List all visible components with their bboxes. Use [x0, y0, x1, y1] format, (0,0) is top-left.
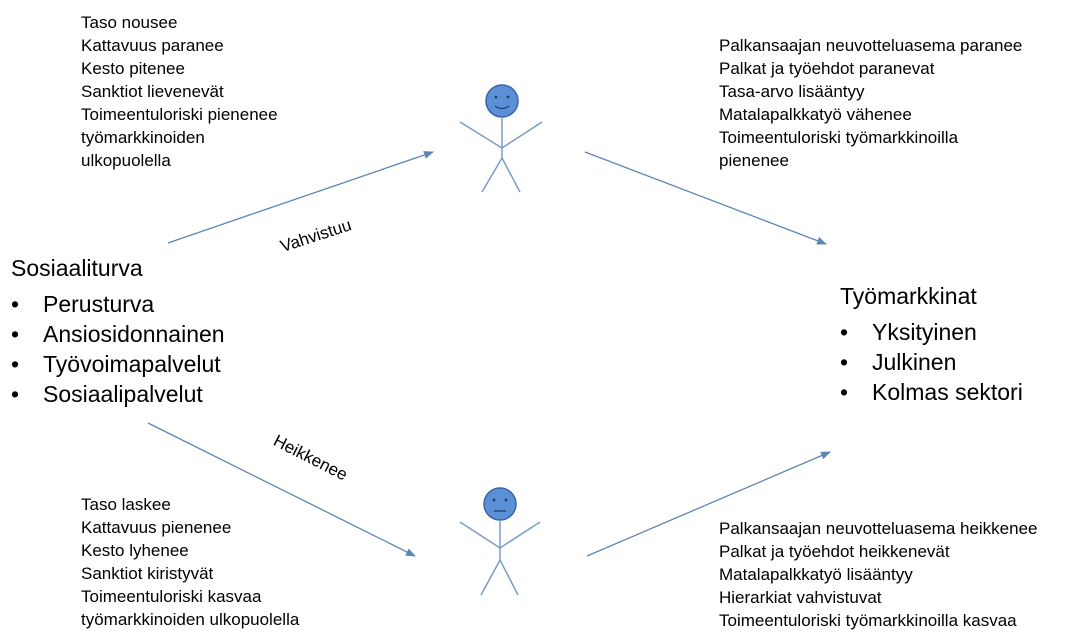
list-item: Perusturva — [11, 289, 225, 319]
effect-line: Hierarkiat vahvistuvat — [719, 588, 882, 607]
effect-line: Toimeentuloriski kasvaa — [81, 587, 262, 606]
bottom-right-effects: Palkansaajan neuvotteluasema heikkenee P… — [719, 517, 1038, 632]
effect-line: Sanktiot lievenevät — [81, 82, 224, 101]
arrow-left-to-top-figure — [167, 151, 434, 244]
list-item: Kolmas sektori — [840, 377, 1023, 407]
arrow-top-figure-to-right — [584, 151, 827, 245]
labour-market-list: Yksityinen Julkinen Kolmas sektori — [840, 317, 1023, 407]
effect-line: Kattavuus paranee — [81, 36, 224, 55]
effect-line: Toimeentuloriski pienenee — [81, 105, 278, 124]
effect-line: Matalapalkkatyö vähenee — [719, 105, 912, 124]
social-security-block: Sosiaaliturva Perusturva Ansiosidonnaine… — [11, 253, 225, 409]
effect-line: Palkansaajan neuvotteluasema paranee — [719, 36, 1023, 55]
list-item: Ansiosidonnainen — [11, 319, 225, 349]
social-security-title: Sosiaaliturva — [11, 255, 143, 281]
effect-line: Taso nousee — [81, 13, 178, 32]
effect-line: Toimeentuloriski työmarkkinoilla — [719, 128, 959, 147]
effect-line: Toimeentuloriski työmarkkinoilla kasvaa — [719, 611, 1017, 630]
top-right-effects: Palkansaajan neuvotteluasema paranee Pal… — [719, 34, 1022, 172]
list-item: Työvoimapalvelut — [11, 349, 225, 379]
effect-line: Tasa-arvo lisääntyy — [719, 82, 865, 101]
effect-line: Kesto pitenee — [81, 59, 185, 78]
neutral-face-icon — [483, 487, 517, 521]
effect-line: Palkat ja työehdot paranevat — [719, 59, 935, 78]
effect-line: pienenee — [719, 151, 789, 170]
effect-line: työmarkkinoiden ulkopuolella — [81, 610, 300, 629]
arrow-left-to-bottom-figure — [147, 422, 416, 557]
effect-line: Matalapalkkatyö lisääntyy — [719, 565, 913, 584]
stick-figure-smiling — [459, 84, 543, 193]
effect-line: työmarkkinoiden — [81, 128, 205, 147]
list-item: Julkinen — [840, 347, 1023, 377]
effect-line: Kesto lyhenee — [81, 541, 189, 560]
bottom-left-effects: Taso laskee Kattavuus pienenee Kesto lyh… — [81, 493, 299, 631]
effect-line: Sanktiot kiristyvät — [81, 564, 214, 583]
effect-line: Palkat ja työehdot heikkenevät — [719, 542, 950, 561]
top-left-effects: Taso nousee Kattavuus paranee Kesto pite… — [81, 11, 278, 172]
list-item: Sosiaalipalvelut — [11, 379, 225, 409]
arrow-bottom-figure-to-right — [586, 451, 831, 557]
effect-line: Palkansaajan neuvotteluasema heikkenee — [719, 519, 1038, 538]
labour-market-block: Työmarkkinat Yksityinen Julkinen Kolmas … — [840, 281, 1023, 407]
smiling-face-icon — [485, 84, 519, 118]
effect-line: Taso laskee — [81, 495, 171, 514]
social-security-list: Perusturva Ansiosidonnainen Työvoimapalv… — [11, 289, 225, 409]
stick-figure-neutral — [459, 487, 541, 596]
list-item: Yksityinen — [840, 317, 1023, 347]
labour-market-title: Työmarkkinat — [840, 283, 977, 309]
effect-line: ulkopuolella — [81, 151, 171, 170]
effect-line: Kattavuus pienenee — [81, 518, 232, 537]
